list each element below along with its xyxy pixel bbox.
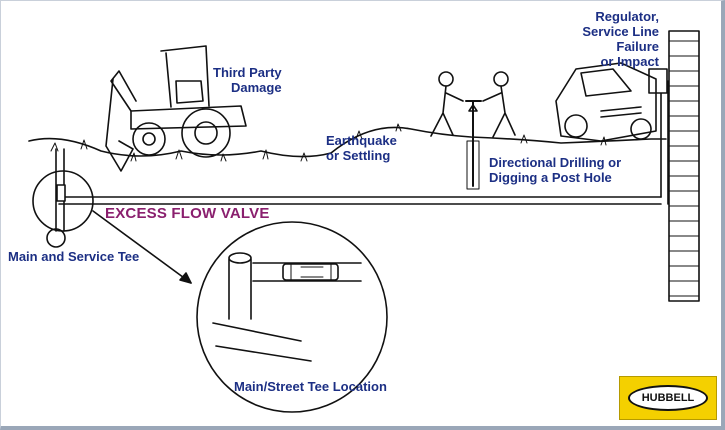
car-illustration [555,62,657,142]
label-regulator: Regulator, Service Line Failure or Impac… [582,9,659,69]
grass-tufts [50,123,607,162]
magnified-detail [196,221,388,413]
hubbell-logo: HUBBELL [619,376,717,420]
label-main-service-tee: Main and Service Tee [8,249,140,264]
label-third-party-damage: Third Party Damage [213,65,282,95]
building-wall [668,30,700,302]
label-directional-drilling: Directional Drilling or Digging a Post H… [489,155,622,185]
excess-flow-valve-marker [56,184,66,202]
service-line [58,196,662,205]
workers-illustration [430,71,516,190]
pointer-arrowhead [179,272,192,284]
backhoe-illustration [105,45,247,172]
label-excess-flow-valve: EXCESS FLOW VALVE [105,205,270,222]
main-pipe-end [46,228,66,248]
label-earthquake: Earthquake or Settling [326,133,397,163]
pointer-arrow [92,210,192,284]
gas-meter [648,68,668,94]
tee-detail-marker [32,170,94,232]
service-riser [660,80,669,205]
logo-text: HUBBELL [641,392,695,404]
logo-oval: HUBBELL [628,385,708,411]
label-street-tee-location: Main/Street Tee Location [234,379,387,394]
